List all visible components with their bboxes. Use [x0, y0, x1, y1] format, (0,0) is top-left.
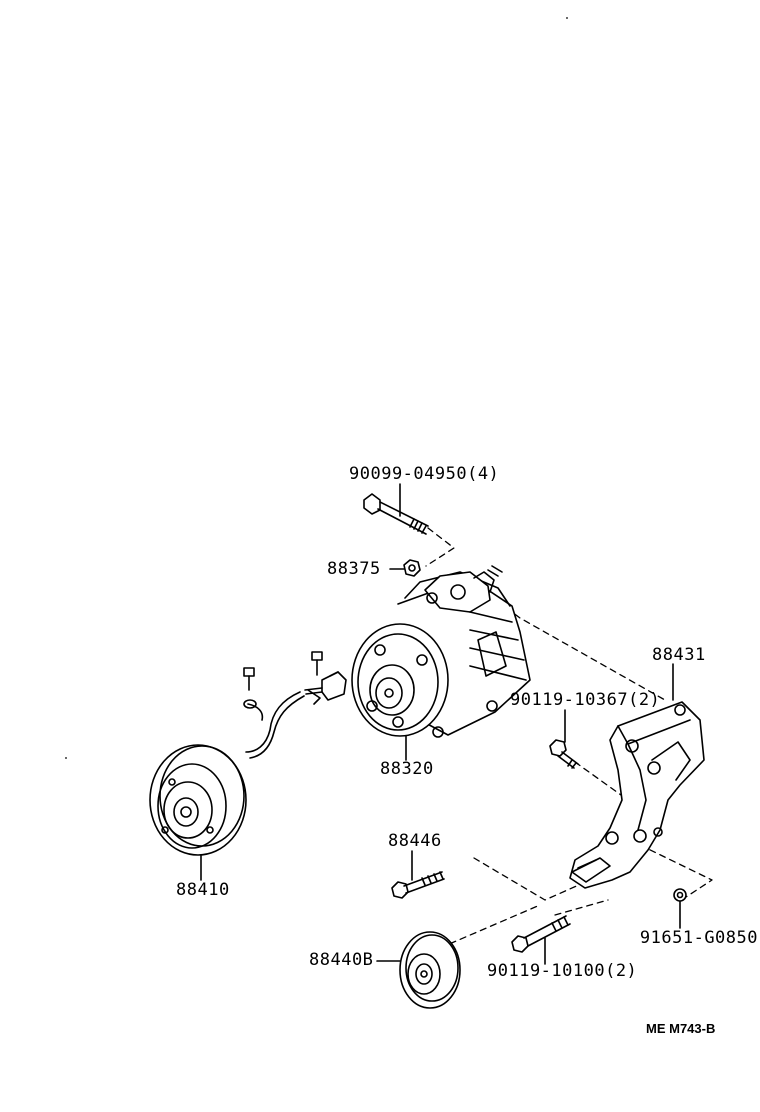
label-90119-10367: 90119-10367(2): [510, 690, 661, 710]
label-88446: 88446: [388, 831, 442, 851]
clutch-88410-icon: [149, 744, 247, 856]
label-88320: 88320: [380, 759, 434, 779]
long-bolt-icon: [363, 493, 429, 535]
label-91651-G0850: 91651-G0850: [639, 928, 758, 948]
label-88431: 88431: [652, 645, 706, 665]
clutch-wiring-icon: [243, 651, 347, 759]
pulley-88440-icon: [399, 931, 461, 1009]
bolt-88446-icon: [391, 871, 445, 899]
label-90119-10100: 90119-10100(2): [487, 961, 638, 981]
drawing-code: ME M743-B: [646, 1021, 716, 1036]
bolt-90119-10367-icon: [549, 739, 579, 769]
label-88375: 88375: [327, 559, 381, 579]
nut-91651-icon: [673, 888, 687, 902]
bolt-90119-10100-icon: [511, 915, 571, 953]
compressor-88320-icon: [351, 565, 531, 738]
bracket-88431-icon: [569, 701, 705, 889]
label-90099-04950: 90099-04950(4): [349, 464, 500, 484]
label-88410: 88410: [176, 880, 230, 900]
label-88440B: 88440B: [309, 950, 374, 970]
nut-88375-icon: [403, 559, 421, 577]
